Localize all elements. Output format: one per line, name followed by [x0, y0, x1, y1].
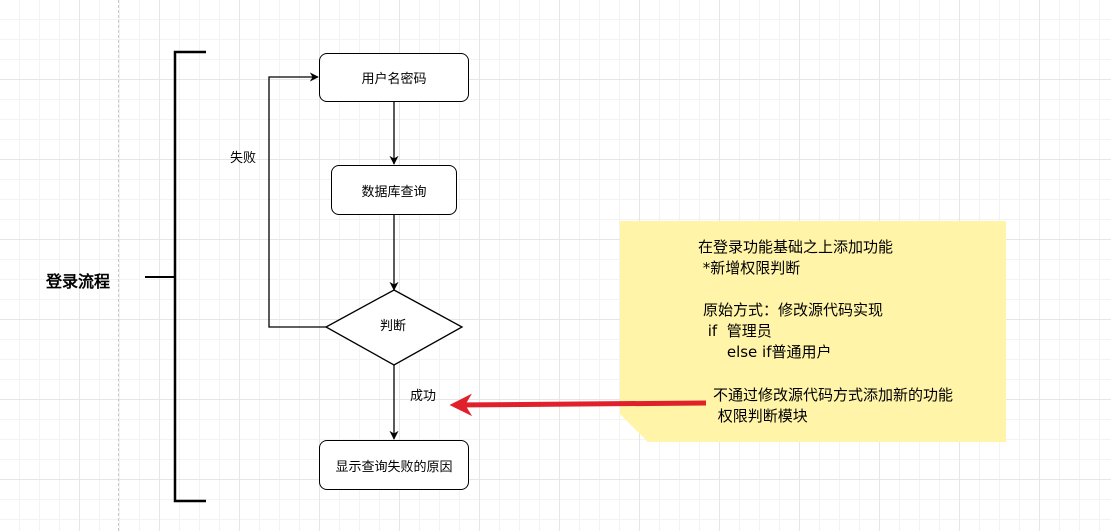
node-show-reason[interactable]: 显示查询失败的原因 [319, 440, 469, 490]
decision-diamond[interactable] [324, 289, 464, 366]
note-line-4: if 管理员 [703, 322, 772, 340]
note-line-5: else if普通用户 [703, 343, 832, 361]
note-line-3: 原始方式：修改源代码实现 [703, 301, 884, 319]
edge-fail-label: 失败 [230, 151, 257, 166]
note-line-1: 在登录功能基础之上添加功能 [698, 238, 894, 256]
page-guide-line [118, 0, 119, 531]
edge-success-label: 成功 [410, 389, 437, 404]
edge-decision-fail-loop [268, 72, 326, 328]
note-line-6: 不通过修改源代码方式添加新的功能 [713, 386, 954, 404]
group-title: 登录流程 [46, 272, 111, 291]
group-bracket [145, 50, 206, 503]
decision-label: 判断 [380, 319, 407, 334]
node-db-query-label: 数据库查询 [361, 184, 427, 200]
red-pointer-arrow [449, 393, 707, 417]
node-username-password[interactable]: 用户名密码 [319, 53, 469, 102]
node-db-query[interactable]: 数据库查询 [331, 165, 457, 215]
node-username-password-label: 用户名密码 [361, 72, 427, 87]
note-line-7: 权限判断模块 [713, 407, 808, 425]
note-line-2: *新增权限判断 [698, 259, 801, 277]
node-show-reason-label: 显示查询失败的原因 [335, 459, 453, 475]
